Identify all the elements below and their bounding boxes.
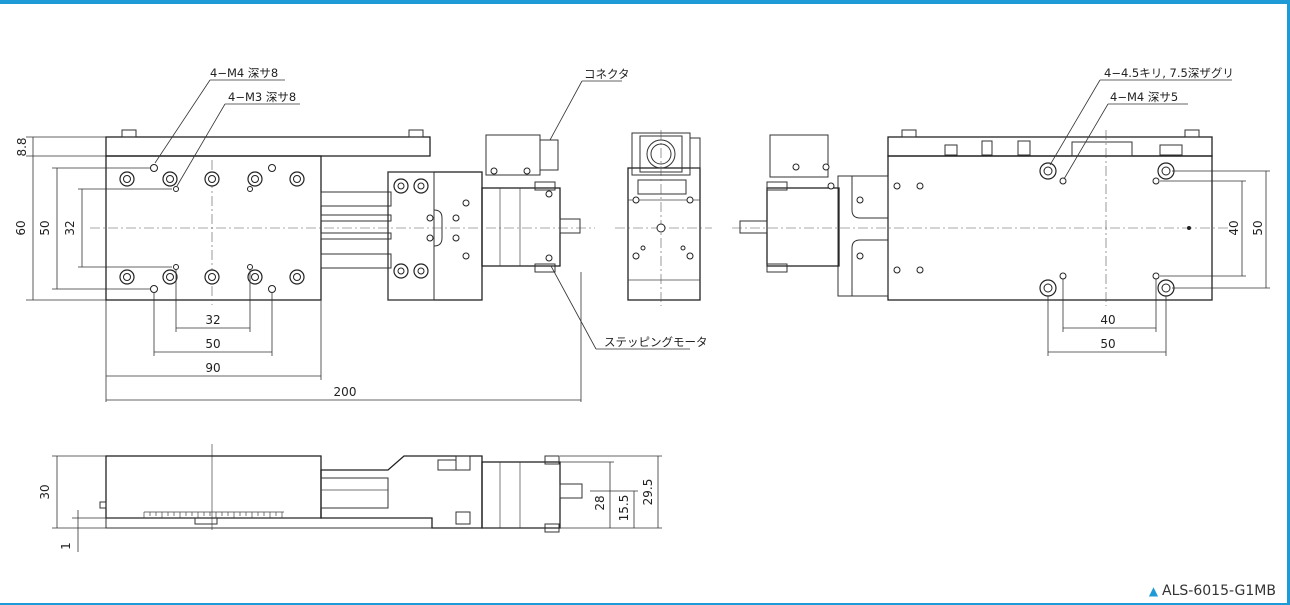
dim-40-horizontal: 40 [1100, 313, 1115, 327]
callout-connector: コネクタ [584, 67, 630, 81]
dim-1: 1 [59, 542, 73, 550]
dim-50-horizontal-right: 50 [1100, 337, 1115, 351]
dim-40-vertical: 40 [1227, 220, 1241, 235]
dim-60: 60 [14, 220, 28, 235]
dim-50-horizontal: 50 [205, 337, 220, 351]
callout-m4-depth5: 4−M4 深サ5 [1110, 90, 1178, 104]
dim-8-8: 8.8 [15, 137, 29, 156]
dim-200: 200 [334, 385, 357, 399]
dim-15-5: 15.5 [617, 495, 631, 522]
dim-90: 90 [205, 361, 220, 375]
top-plate [105, 136, 431, 157]
callout-m3-depth8: 4−M3 深サ8 [228, 90, 296, 104]
bottom-motor [766, 187, 840, 267]
dim-29-5: 29.5 [641, 479, 655, 506]
triangle-marker-icon: ▲ [1148, 584, 1159, 598]
side-view: 30 1 28 15.5 29.5 [38, 444, 662, 552]
stepping-motor [481, 187, 561, 267]
callout-stepping-motor: ステッピングモータ [604, 335, 708, 349]
dim-50-vertical-right: 50 [1251, 220, 1265, 235]
end-view [615, 130, 712, 306]
top-view: 4−M4 深サ8 4−M3 深サ8 コネクタ ステッピングモータ 8.8 60 … [14, 66, 708, 402]
scale-ticks [99, 501, 284, 525]
model-name: ALS-6015-G1MB [1162, 583, 1276, 599]
dim-28: 28 [593, 495, 607, 510]
bottom-view: 4−4.5キリ, 7.5深ザグリ 4−M4 深サ5 40 50 40 50 [732, 66, 1270, 356]
callout-m4-depth8: 4−M4 深サ8 [210, 66, 278, 80]
dim-32-horizontal: 32 [205, 313, 220, 327]
dim-32-vertical: 32 [63, 220, 77, 235]
mounting-holes [119, 164, 553, 293]
bottom-top-plate [887, 136, 1213, 157]
side-carriage [105, 455, 322, 519]
side-motor [481, 461, 561, 529]
model-label: ▲ALS-6015-G1MB [1149, 583, 1276, 599]
dim-50-vertical: 50 [38, 220, 52, 235]
dim-30: 30 [38, 484, 52, 499]
callout-counterbore: 4−4.5キリ, 7.5深ザグリ [1104, 66, 1234, 80]
